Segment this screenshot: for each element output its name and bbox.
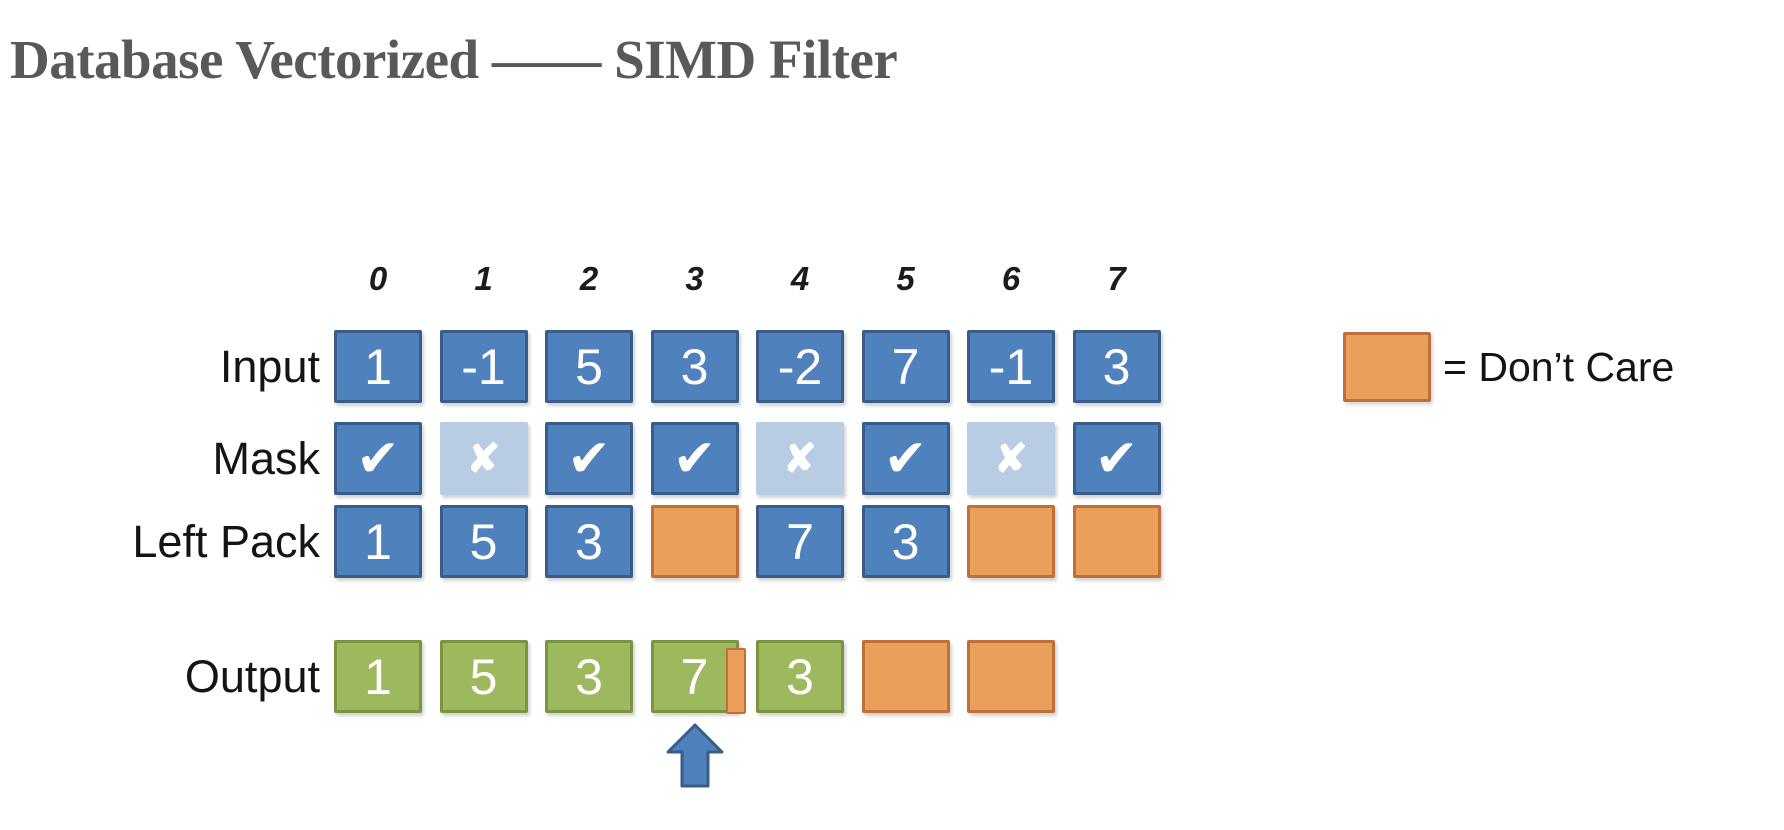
index-label-5: 5 <box>896 260 915 297</box>
input-cell-4-blue: -2 <box>756 330 844 403</box>
check-icon: ✔ <box>1094 429 1139 488</box>
leftpack-cell-3-orange <box>650 505 739 578</box>
dont-care-backing-strip <box>725 648 746 714</box>
cell-value: 5 <box>469 513 498 570</box>
row-label-input: Input <box>219 341 320 392</box>
up-arrow-icon <box>666 723 724 788</box>
input-row: 1 -1 5 3 -2 7 -1 3 <box>334 330 1161 403</box>
mask-cell-2-blue: ✔ <box>545 422 633 495</box>
check-icon: ✔ <box>883 429 928 488</box>
leftpack-row: 1 5 3 7 3 <box>334 505 1161 578</box>
mask-cell-7-blue: ✔ <box>1072 422 1161 495</box>
index-label-4: 4 <box>790 260 810 297</box>
check-icon: ✔ <box>356 429 400 488</box>
cell-value: 5 <box>575 338 603 395</box>
row-label-mask: Mask <box>212 433 320 484</box>
index-label-1: 1 <box>474 260 493 297</box>
input-cell-3-blue: 3 <box>650 330 739 403</box>
input-cell-5-blue: 7 <box>861 330 950 403</box>
cell-value: -1 <box>988 338 1034 395</box>
leftpack-cell-7-orange <box>1072 505 1161 578</box>
mask-cell-4-lightblue: ✘ <box>756 422 844 495</box>
cell-value: 5 <box>469 648 498 705</box>
check-icon: ✔ <box>567 429 611 488</box>
output-cell-5-orange <box>861 640 950 713</box>
mask-cell-5-blue: ✔ <box>861 422 950 495</box>
leftpack-cell-1-blue: 5 <box>439 505 528 578</box>
leftpack-cell-5-blue: 3 <box>861 505 950 578</box>
index-label-6: 6 <box>1001 260 1021 297</box>
input-cell-6-blue: -1 <box>967 330 1055 403</box>
cell-value: 3 <box>786 648 814 705</box>
index-label-7: 7 <box>1107 260 1126 297</box>
index-row: 0 1 2 3 4 5 6 7 <box>334 260 1161 298</box>
index-label-0: 0 <box>368 260 388 297</box>
cell-value: 1 <box>364 338 392 395</box>
cell-value: 3 <box>575 648 603 705</box>
output-cell-2-green: 3 <box>545 640 633 713</box>
input-cell-1-blue: -1 <box>439 330 528 403</box>
mask-row: ✔ ✘ ✔ ✔ ✘ ✔ ✘ ✔ <box>334 422 1161 495</box>
cell-value: -2 <box>777 338 823 395</box>
input-cell-7-blue: 3 <box>1072 330 1161 403</box>
index-label-2: 2 <box>579 260 599 297</box>
input-cell-0-blue: 1 <box>334 330 422 403</box>
leftpack-cell-4-blue: 7 <box>756 505 844 578</box>
leftpack-cell-2-blue: 3 <box>545 505 633 578</box>
dont-care-swatch <box>1343 332 1431 402</box>
cell-value: 1 <box>364 648 392 705</box>
cell-value: 7 <box>891 338 920 395</box>
mask-cell-0-blue: ✔ <box>334 422 422 495</box>
output-cell-6-orange <box>967 640 1055 713</box>
check-icon: ✔ <box>672 429 717 488</box>
output-cell-3-green: 7 <box>650 640 746 714</box>
mask-cell-1-lightblue: ✘ <box>439 422 528 495</box>
row-label-output: Output <box>184 651 320 702</box>
input-cell-2-blue: 5 <box>545 330 633 403</box>
leftpack-cell-6-orange <box>967 505 1055 578</box>
mask-cell-6-lightblue: ✘ <box>967 422 1055 495</box>
output-cell-0-green: 1 <box>334 640 422 713</box>
cell-value: 3 <box>1102 338 1131 395</box>
index-label-3: 3 <box>685 260 704 297</box>
slide-title: Database Vectorized —— SIMD Filter <box>10 29 898 90</box>
cell-value: 7 <box>786 513 814 570</box>
row-label-leftpack: Left Pack <box>132 516 320 567</box>
cross-icon: ✘ <box>994 436 1028 481</box>
cell-value: 1 <box>364 513 392 570</box>
cell-value: -1 <box>461 338 506 395</box>
cell-value: 3 <box>891 513 920 570</box>
mask-cell-3-blue: ✔ <box>650 422 739 495</box>
cell-value: 7 <box>680 648 709 705</box>
cell-value: 3 <box>680 338 709 395</box>
cross-icon: ✘ <box>466 436 501 481</box>
legend-label: = Don’t Care <box>1443 344 1675 390</box>
output-cell-4-green: 3 <box>756 640 844 713</box>
cross-icon: ✘ <box>783 436 817 481</box>
leftpack-cell-0-blue: 1 <box>334 505 422 578</box>
output-cell-1-green: 5 <box>439 640 528 713</box>
cell-value: 3 <box>575 513 603 570</box>
output-row: 1 5 3 7 3 <box>334 640 1055 714</box>
